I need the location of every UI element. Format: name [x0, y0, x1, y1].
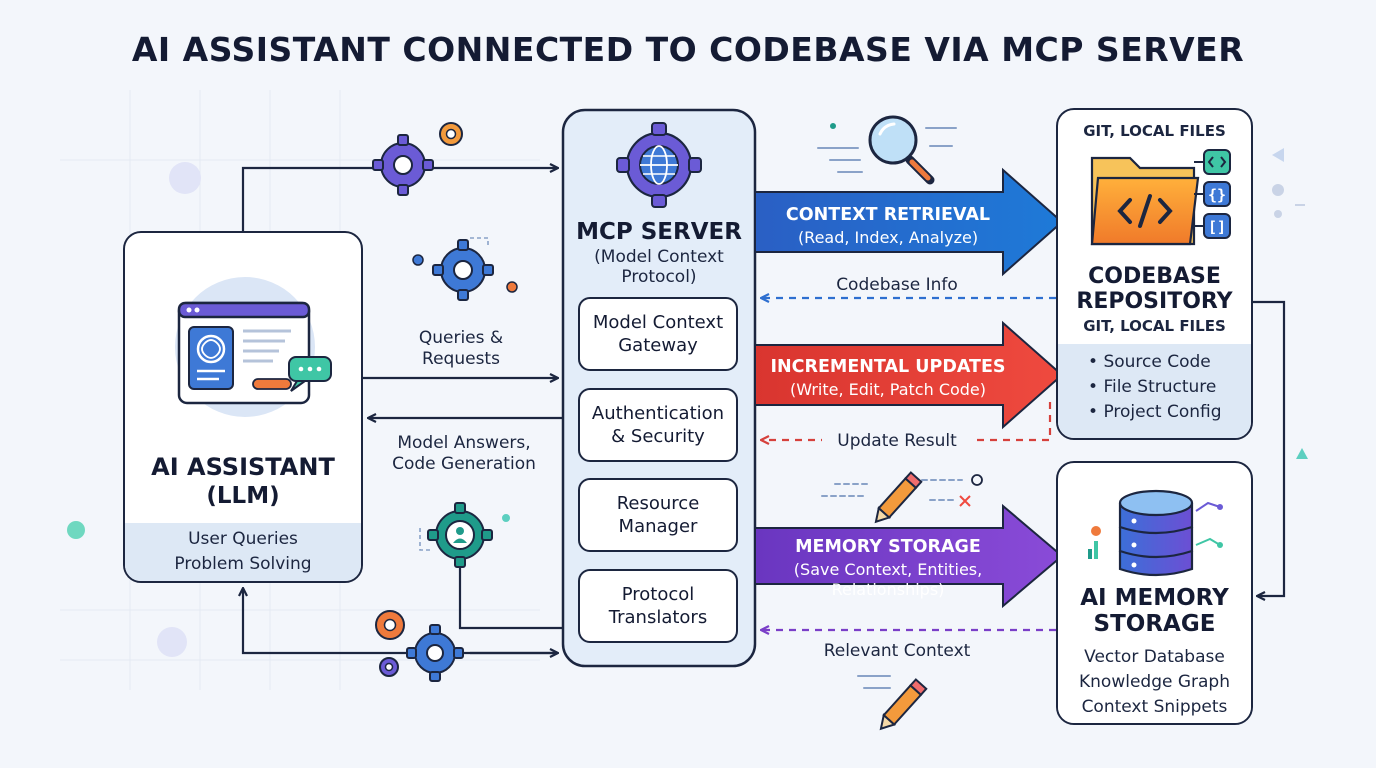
mcp-subtitle: (Model Context Protocol): [594, 247, 724, 287]
pencil-icon: [821, 471, 983, 524]
resource-manager-box: Resource Manager: [578, 478, 738, 552]
decor-dot: [169, 162, 201, 194]
browser-window-ai-icon: [175, 277, 332, 417]
teal-gear-connector: [458, 560, 562, 630]
assistant-item: Problem Solving: [174, 554, 312, 574]
assistant-item: User Queries: [188, 529, 298, 549]
memory-storage-arrow: [754, 503, 1064, 609]
globe-gear-icon: [616, 122, 702, 208]
decor-dot: [1272, 184, 1284, 196]
decor-triangle-icon: [1272, 148, 1284, 162]
mcp-title: MCP SERVER: [576, 219, 742, 245]
search-icon: [817, 115, 957, 185]
decor-dot: [1274, 210, 1282, 218]
ai-memory-storage-card: AI MEMORY STORAGE Vector Database Knowle…: [1056, 461, 1253, 725]
update-result-label: Update Result: [822, 431, 972, 452]
user-gear-icon: [427, 502, 493, 568]
assistant-strip: [125, 523, 361, 581]
pencil-icon: [857, 675, 928, 731]
protocol-translators-box: Protocol Translators: [578, 569, 738, 643]
authentication-security-box: Authentication & Security: [578, 388, 738, 462]
model-context-gateway-box: Model Context Gateway: [578, 297, 738, 371]
repo-subtitle: GIT, LOCAL FILES: [1083, 317, 1226, 335]
memory-strip: [1058, 643, 1251, 723]
repo-title: REPOSITORY: [1076, 289, 1233, 314]
svg-text:{}: {}: [1208, 186, 1226, 204]
memory-item: Knowledge Graph: [1079, 672, 1230, 692]
repo-item: • Source Code: [1088, 352, 1211, 372]
context-retrieval-arrow: [754, 167, 1064, 277]
svg-text:[]: []: [1208, 218, 1226, 236]
repo-item: • File Structure: [1088, 377, 1217, 397]
decor-dot: [157, 627, 187, 657]
assistant-title: AI ASSISTANT: [151, 453, 335, 481]
memory-item: Vector Database: [1084, 647, 1225, 667]
gear-icon: [379, 657, 399, 677]
assistant-subtitle: (LLM): [206, 483, 280, 509]
incremental-updates-arrow: [754, 320, 1064, 430]
database-icon: [1088, 489, 1223, 577]
memory-title: AI MEMORY: [1080, 585, 1229, 611]
repo-top-label: GIT, LOCAL FILES: [1083, 122, 1226, 140]
memory-storage-sub: (Save Context, Entities, Relationships): [793, 560, 983, 599]
repo-item: • Project Config: [1088, 402, 1222, 422]
gear-icon: [406, 624, 464, 682]
gear-icon: [432, 239, 494, 301]
incremental-updates-title: INCREMENTAL UPDATES: [770, 357, 1006, 377]
code-folder-icon: {} []: [1090, 149, 1231, 246]
decor-triangle-icon: [1296, 448, 1308, 459]
context-retrieval-sub: (Read, Index, Analyze): [797, 228, 979, 247]
codebase-repository-card: GIT, LOCAL FILES {} [] CODEBASE REPOSITO…: [1056, 108, 1253, 440]
repo-title: CODEBASE: [1088, 264, 1221, 289]
page-title: AI ASSISTANT CONNECTED TO CODEBASE VIA M…: [131, 30, 1245, 69]
codebase-info-label: Codebase Info: [836, 275, 958, 295]
memory-storage-title: MEMORY STORAGE: [795, 537, 981, 557]
memory-title: STORAGE: [1093, 611, 1216, 637]
incremental-updates-sub: (Write, Edit, Patch Code): [789, 380, 987, 399]
answers-label: Model Answers, Code Generation: [392, 433, 536, 474]
queries-label: Queries & Requests: [418, 328, 504, 369]
gear-icon: [375, 610, 405, 640]
gear-icon: [372, 134, 434, 196]
queries-connector-top: [241, 168, 557, 232]
repo-to-memory-connector: [1253, 300, 1286, 596]
memory-item: Context Snippets: [1081, 697, 1228, 717]
repo-strip: [1058, 344, 1251, 438]
relevant-context-label: Relevant Context: [823, 641, 971, 661]
ai-assistant-card: AI ASSISTANT (LLM) User Queries Problem …: [123, 231, 363, 583]
context-retrieval-title: CONTEXT RETRIEVAL: [785, 205, 991, 225]
gear-icon: [439, 122, 463, 146]
decor-dot: [67, 521, 85, 539]
